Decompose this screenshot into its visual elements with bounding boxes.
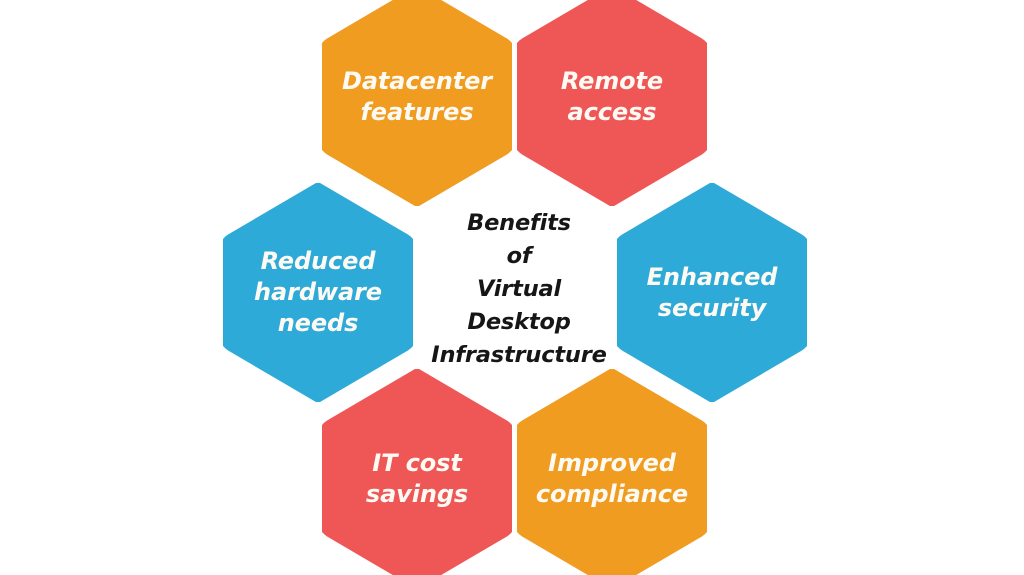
hexagon-label-enhanced-security: Enhanced security xyxy=(646,262,778,322)
hexagon-it-cost-savings[interactable]: IT cost savings xyxy=(322,369,512,575)
diagram-center-title: Benefits of Virtual Desktop Infrastructu… xyxy=(431,210,607,368)
hexagon-shape-icon xyxy=(517,369,707,575)
hexagon-enhanced-security[interactable]: Enhanced security xyxy=(617,183,807,402)
hexagon-label-improved-compliance: Improved compliance xyxy=(535,448,689,508)
hexagon-shape-icon xyxy=(322,369,512,575)
hexagon-datacenter-features[interactable]: Datacenter features xyxy=(322,0,512,206)
hexagon-remote-access[interactable]: Remote access xyxy=(517,0,707,206)
hexagon-label-reduced-hardware-needs: Reduced hardware needs xyxy=(254,247,382,337)
hexagon-reduced-hardware-needs[interactable]: Reduced hardware needs xyxy=(223,183,413,402)
hexagon-shape-icon xyxy=(322,0,512,206)
hexagon-label-it-cost-savings: IT cost savings xyxy=(365,448,469,508)
hexagon-label-remote-access: Remote access xyxy=(560,66,664,126)
hexagon-improved-compliance[interactable]: Improved compliance xyxy=(517,369,707,575)
hexagon-shape-icon xyxy=(223,183,413,402)
hexagon-shape-icon xyxy=(617,183,807,402)
hexagon-label-datacenter-features: Datacenter features xyxy=(342,66,492,126)
hexagon-shape-icon xyxy=(517,0,707,206)
